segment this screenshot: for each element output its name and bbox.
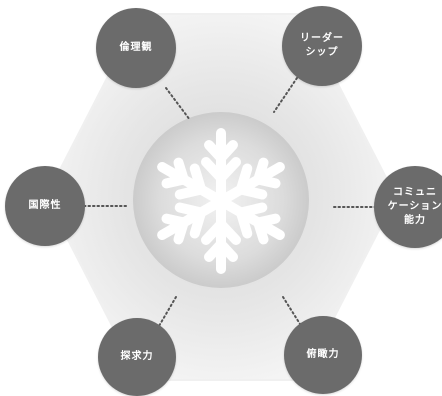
node-inquiry-label: 探求力 (121, 350, 154, 364)
node-perspective-label: 俯瞰力 (307, 348, 340, 362)
node-inquiry-line-1: 探求力 (120, 351, 154, 362)
node-ethics: 倫理観 (96, 8, 176, 88)
node-internationality-label: 国際性 (29, 199, 62, 213)
node-internationality: 国際性 (5, 166, 85, 246)
node-communication-line-1: コミュニ (393, 187, 437, 198)
connector-top-right (273, 77, 298, 113)
connector-top-left (165, 87, 191, 121)
node-perspective: 俯瞰力 (284, 316, 362, 394)
connector-bottom-left (158, 296, 177, 327)
snowflake-icon (155, 128, 288, 269)
connectors (83, 77, 376, 327)
node-communication-line-2: ケーション (387, 201, 442, 212)
node-ethics-line-1: 倫理観 (119, 42, 153, 53)
node-leadership-line-1: リーダー (300, 33, 344, 44)
node-communication: コミュニ ケーション 能力 (374, 166, 442, 248)
node-leadership: リーダー シップ (282, 6, 362, 86)
node-inquiry: 探求力 (98, 318, 176, 396)
node-internationality-line-1: 国際性 (28, 200, 62, 211)
node-leadership-line-2: シップ (305, 47, 339, 58)
node-communication-label: コミュニ ケーション 能力 (388, 186, 442, 228)
connector-bottom-right (282, 296, 301, 325)
node-leadership-label: リーダー シップ (300, 32, 344, 60)
node-communication-line-3: 能力 (404, 215, 426, 226)
node-ethics-label: 倫理観 (120, 41, 153, 55)
node-perspective-line-1: 俯瞰力 (306, 349, 340, 360)
